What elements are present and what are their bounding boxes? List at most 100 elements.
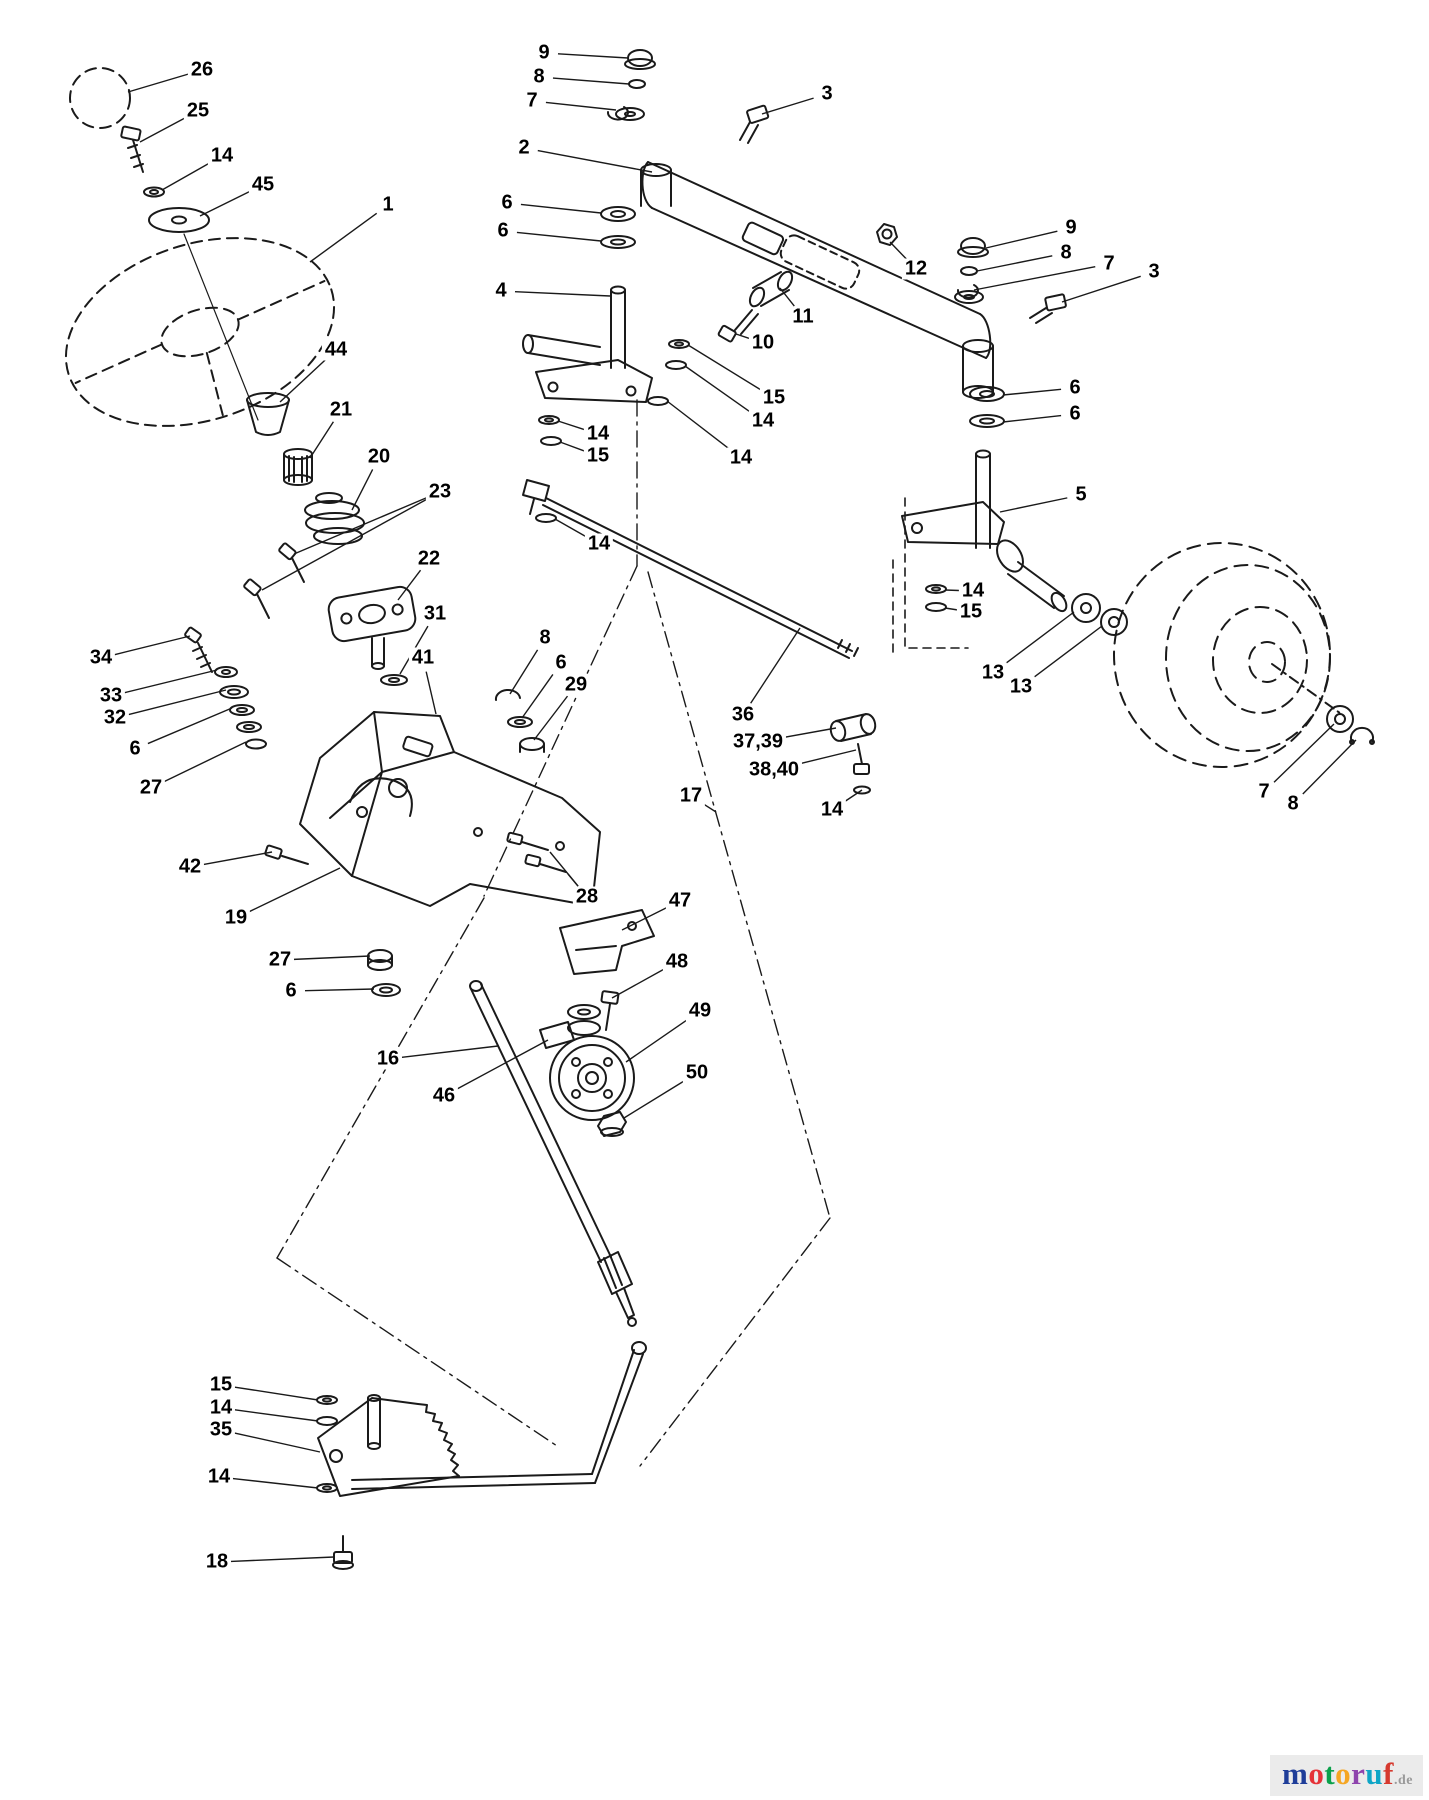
- leader-line: [234, 1432, 321, 1453]
- leader-line: [114, 635, 191, 656]
- leader-line: [401, 1045, 499, 1059]
- leader-line: [687, 344, 763, 392]
- watermark-domain-suffix: .de: [1394, 1773, 1413, 1788]
- axle-washers: [1071, 593, 1128, 636]
- leader-line: [261, 498, 429, 591]
- leader-line: [889, 241, 907, 260]
- leader-line: [552, 77, 630, 85]
- watermark-letter: f: [1383, 1756, 1394, 1791]
- watermark-letter: r: [1351, 1756, 1366, 1791]
- leader-line: [230, 1556, 335, 1563]
- leader-line: [161, 162, 211, 191]
- leader-line: [1002, 388, 1062, 396]
- lower-steering-shaft: [469, 980, 637, 1327]
- leader-line: [127, 73, 189, 93]
- leader-line: [203, 851, 273, 866]
- leader-line: [533, 695, 569, 741]
- front-wheel: [1113, 542, 1345, 768]
- right-spindle: [901, 386, 1068, 613]
- leader-line: [147, 707, 233, 745]
- leader-line: [1031, 625, 1103, 680]
- leader-line: [787, 749, 857, 768]
- leader-line: [545, 101, 617, 111]
- leader-line: [554, 518, 588, 538]
- leader-line: [537, 149, 653, 173]
- leader-lines: [114, 53, 1357, 1563]
- bracket-bolts: [264, 831, 567, 873]
- leader-line: [514, 290, 611, 297]
- bracket-bushings: [494, 689, 545, 753]
- left-spindle: [522, 206, 653, 403]
- leader-line: [163, 741, 247, 783]
- leader-line: [999, 497, 1068, 513]
- leader-line: [509, 649, 539, 695]
- leader-line: [625, 1018, 689, 1063]
- leader-line: [557, 420, 585, 431]
- leader-line: [557, 53, 629, 59]
- leader-line: [309, 421, 334, 459]
- leader-line: [1273, 723, 1335, 783]
- leader-line: [293, 496, 428, 555]
- leader-line: [128, 689, 227, 716]
- leader-line: [1302, 739, 1357, 795]
- watermark-letter: u: [1365, 1756, 1384, 1791]
- idler-assembly: [539, 909, 655, 1137]
- leader-line: [843, 789, 863, 803]
- left-washer-stack: [184, 626, 267, 750]
- leader-line: [521, 674, 554, 719]
- leader-line: [234, 1409, 319, 1422]
- leader-line: [567, 873, 579, 887]
- front-axle-beam: [640, 161, 994, 399]
- leader-line: [666, 400, 731, 451]
- leader-line: [611, 968, 666, 999]
- leader-line: [279, 359, 327, 403]
- leader-line: [1002, 414, 1062, 423]
- leader-line: [684, 365, 752, 414]
- watermark-letter: m: [1282, 1756, 1309, 1791]
- right-hidden-bracket: [892, 497, 969, 653]
- steering-shaft-hardware: [120, 125, 259, 421]
- watermark-letter: o: [1335, 1756, 1352, 1791]
- leader-line: [944, 607, 958, 611]
- leader-line: [351, 469, 374, 511]
- leader-line: [623, 1079, 686, 1119]
- wheel-retainers: [1326, 705, 1375, 745]
- sector-gear-assembly: [316, 1394, 460, 1570]
- leader-line: [771, 727, 837, 741]
- leader-line: [944, 589, 960, 592]
- leader-line: [761, 97, 814, 115]
- leader-line: [973, 265, 1096, 291]
- tie-rod-end-parts: [829, 713, 877, 795]
- drag-link: [351, 1341, 647, 1490]
- left-spindle-top-hardware: [606, 49, 770, 144]
- leader-line: [124, 669, 218, 694]
- leader-line: [779, 287, 795, 307]
- leader-line: [399, 625, 429, 675]
- leader-line: [976, 255, 1053, 272]
- leader-line: [397, 569, 422, 601]
- lower-bushings: [367, 949, 401, 997]
- leader-line: [309, 212, 378, 263]
- leader-line: [516, 231, 602, 242]
- steering-column-parts: [246, 392, 365, 545]
- leader-line: [621, 906, 668, 931]
- leader-line: [750, 627, 801, 704]
- steering-cap: [69, 67, 131, 129]
- steering-support-flange: [327, 585, 417, 686]
- right-bracket-washers: [925, 584, 947, 612]
- watermark-logo: motoruf.de: [1270, 1755, 1423, 1796]
- leader-line: [232, 1477, 319, 1489]
- leader-line: [304, 988, 375, 992]
- leader-line: [1003, 611, 1075, 666]
- watermark-letter: t: [1324, 1756, 1336, 1791]
- leader-line: [559, 441, 586, 452]
- leader-line: [520, 203, 602, 214]
- pivot-bolt-spacer: [717, 270, 794, 343]
- leader-line: [248, 867, 341, 913]
- leader-line: [1061, 275, 1141, 303]
- leader-line: [425, 671, 437, 715]
- leader-line: [455, 1039, 549, 1090]
- leader-line: [139, 116, 186, 143]
